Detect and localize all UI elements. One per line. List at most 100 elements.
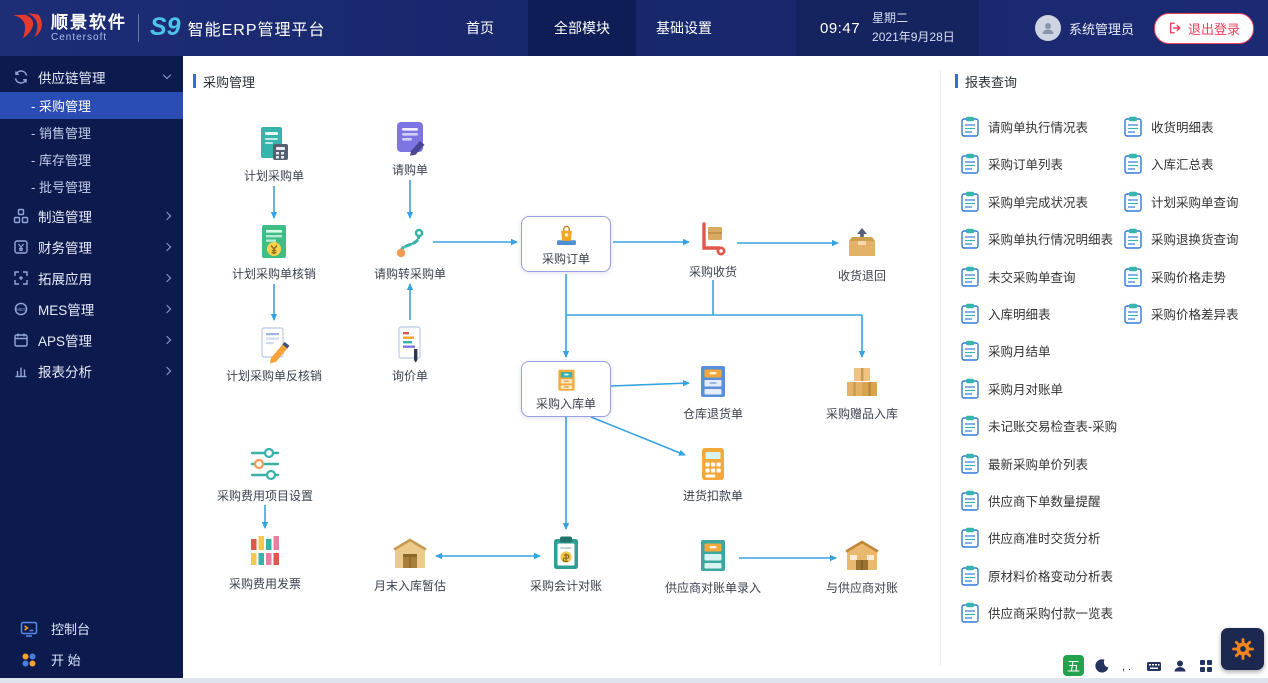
report-link-col1-7[interactable]: 采购月结单 [961, 340, 1051, 362]
flow-node-inquiry[interactable]: 询价单 [350, 324, 470, 384]
report-label: 未记账交易检查表-采购 [988, 420, 1118, 435]
report-link-col1-4[interactable]: 采购单执行情况明细表 [961, 228, 1113, 249]
report-link-col2-2[interactable]: 入库汇总表 [1124, 153, 1214, 175]
clock-box: 09:47 星期二 2021年9月28日 [796, 0, 979, 56]
sidebar-group-aps[interactable]: APS管理 [0, 324, 183, 355]
flow-node-purchase-accounting-recon[interactable]: 采购会计对账 [506, 534, 626, 594]
flow-node-expense-invoice[interactable]: 采购费用发票 [205, 532, 325, 592]
flow-node-label: 采购费用项目设置 [216, 489, 313, 503]
report-link-col1-13[interactable]: 原材料价格变动分析表 [961, 565, 1113, 586]
boxes-icon [842, 362, 882, 402]
report-link-col1-10[interactable]: 最新采购单价列表 [961, 453, 1088, 474]
brand-subname: Centersoft [51, 31, 108, 43]
sidebar-item-sales[interactable]: - 销售管理 [31, 126, 91, 141]
ime-toolbox-icon[interactable] [1198, 658, 1214, 674]
flow-node-label: 采购赠品入库 [825, 407, 898, 421]
sidebar-group-extended-apps[interactable]: 拓展应用 [0, 262, 183, 293]
flow-node-label: 采购收货 [688, 265, 737, 279]
flow-node-label: 采购费用发票 [228, 577, 301, 591]
reports-section-title: 报表查询 [955, 72, 1017, 90]
flow-node-purchase-gift-stockin[interactable]: 采购赠品入库 [802, 362, 922, 422]
svg-text:.: . [1128, 661, 1131, 673]
ime-user-icon[interactable] [1172, 658, 1188, 674]
report-link-col1-12[interactable]: 供应商准时交货分析 [961, 527, 1101, 549]
flow-node-purchase-stockin[interactable]: 采购入库单 [521, 361, 611, 417]
report-link-col1-5[interactable]: 未交采购单查询 [961, 266, 1076, 287]
flow-node-label: 计划采购单反核销 [225, 369, 322, 383]
s9-logo: S9 [150, 12, 181, 41]
flow-node-expense-item-settings[interactable]: 采购费用项目设置 [205, 444, 325, 504]
sidebar-menu: 供应链管理 - 采购管理 - 销售管理 - 库存管理 - 批号管理制造管理财务管理拓展应… [0, 56, 183, 386]
flow-node-label: 请购转采购单 [373, 267, 446, 281]
report-doc-icon [1124, 228, 1142, 249]
sidebar-group-report-analysis[interactable]: 报表分析 [0, 355, 183, 386]
report-link-col1-3[interactable]: 采购单完成状况表 [961, 191, 1088, 212]
flow-node-label: 请购单 [391, 163, 428, 177]
flow-node-label: 月末入库暂估 [373, 579, 446, 593]
sidebar-item-batch[interactable]: - 批号管理 [31, 180, 91, 195]
flow-node-planned-po[interactable]: 计划采购单 [214, 124, 334, 184]
logout-button[interactable]: 退出登录 [1153, 12, 1254, 44]
sidebar-group-label: MES管理 [38, 302, 95, 318]
ime-keyboard-icon[interactable] [1146, 658, 1162, 674]
ime-punctuation-icon[interactable]: ,. [1120, 658, 1136, 674]
report-link-col2-4[interactable]: 采购退换货查询 [1124, 228, 1239, 249]
report-doc-icon [961, 228, 979, 249]
report-doc-icon [961, 153, 979, 175]
flow-node-planned-po-reverse-writeoff[interactable]: 计划采购单反核销 [214, 324, 334, 384]
flow-node-req-to-po[interactable]: 请购转采购单 [350, 222, 470, 282]
flow-node-purchase-order[interactable]: 采购订单 [521, 216, 611, 272]
sidebar-group-finance[interactable]: 财务管理 [0, 231, 183, 262]
shopping-bag-icon [553, 222, 580, 249]
assistive-gear-tile[interactable] [1221, 628, 1264, 670]
cabinet-orange-icon [553, 367, 580, 394]
sidebar-footer-console[interactable]: 控制台 [20, 619, 183, 638]
flow-node-purchase-requisition[interactable]: 请购单 [350, 118, 470, 178]
report-link-col1-9[interactable]: 未记账交易检查表-采购 [961, 415, 1117, 436]
sidebar-item-purchase[interactable]: - 采购管理 [0, 92, 183, 119]
report-doc-icon [961, 340, 979, 362]
flow-node-label: 计划采购单核销 [231, 267, 316, 281]
report-link-col1-1[interactable]: 请购单执行情况表 [961, 116, 1088, 137]
centersoft-logo-icon [10, 10, 46, 46]
flow-node-supplier-recon[interactable]: 与供应商对账 [802, 536, 922, 596]
report-link-col1-14[interactable]: 供应商采购付款一览表 [961, 602, 1113, 623]
flow-node-purchase-receiving[interactable]: 采购收货 [653, 220, 773, 280]
chevron-down-icon [162, 70, 172, 79]
chevron-right-icon [162, 273, 172, 282]
sidebar-group-label: 财务管理 [38, 240, 92, 256]
inquiry-doc-icon [390, 324, 430, 364]
flow-node-label: 询价单 [391, 369, 428, 383]
report-link-col2-5[interactable]: 采购价格走势 [1124, 266, 1226, 287]
sidebar-item-inventory[interactable]: - 库存管理 [31, 153, 91, 168]
sidebar-group-manufacturing[interactable]: 制造管理 [0, 200, 183, 231]
ime-wubi-badge[interactable]: 五 [1063, 655, 1084, 676]
nav-item-basic-settings[interactable]: 基础设置 [656, 20, 712, 36]
sidebar-group-supply-chain[interactable]: 供应链管理 [0, 61, 183, 92]
sidebar-group-label: 供应链管理 [38, 70, 106, 86]
report-link-col1-11[interactable]: 供应商下单数量提醒 [961, 490, 1101, 511]
report-link-col1-8[interactable]: 采购月对账单 [961, 378, 1063, 399]
flow-node-receiving-return[interactable]: 收货退回 [802, 224, 922, 284]
report-link-col2-6[interactable]: 采购价格差异表 [1124, 303, 1239, 324]
flow-node-purchase-deduction[interactable]: 进货扣款单 [653, 444, 773, 504]
report-link-col1-6[interactable]: 入库明细表 [961, 303, 1051, 324]
report-doc-icon [961, 602, 979, 623]
report-link-col2-1[interactable]: 收货明细表 [1124, 116, 1214, 137]
report-link-col1-2[interactable]: 采购订单列表 [961, 153, 1063, 175]
flow-node-planned-po-writeoff[interactable]: 计划采购单核销 [214, 222, 334, 282]
sidebar-footer-start[interactable]: 开 始 [20, 650, 183, 669]
flow-node-warehouse-return[interactable]: 仓库退货单 [653, 362, 773, 422]
ime-moon-icon[interactable] [1094, 658, 1110, 674]
user-avatar[interactable] [1034, 15, 1061, 41]
report-doc-icon [961, 116, 979, 137]
flow-node-supplier-statement-entry[interactable]: 供应商对账单录入 [653, 536, 773, 596]
nav-item-all-modules[interactable]: 全部模块 [528, 0, 636, 56]
brand-text: 顺景软件 Centersoft [51, 13, 127, 43]
flow-node-monthend-stockin-estimate[interactable]: 月末入库暂估 [350, 534, 470, 594]
route-icon [390, 222, 430, 262]
report-doc-icon [961, 378, 979, 399]
nav-item-home[interactable]: 首页 [466, 20, 494, 36]
report-link-col2-3[interactable]: 计划采购单查询 [1124, 191, 1239, 212]
